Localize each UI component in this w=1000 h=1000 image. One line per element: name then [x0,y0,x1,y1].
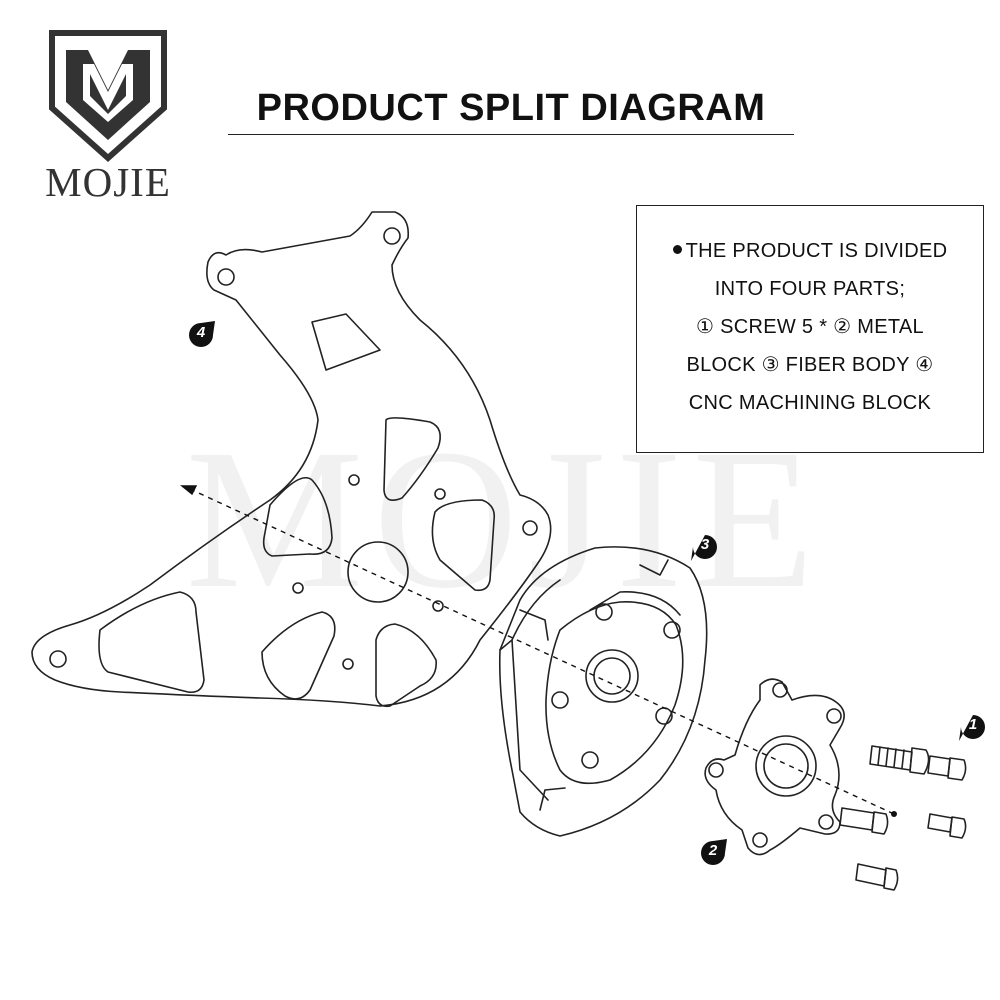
cnc-machining-block-part [31,211,552,708]
info-line-5: CNC MACHINING BLOCK [688,392,932,414]
info-line-3: ① SCREW 5 * ② METAL [696,316,924,338]
mojie-logo [49,30,167,163]
fiber-body-part [498,546,708,837]
assembly-axis [180,485,897,817]
brand-name: MOJIE [45,159,171,205]
callout-1: 1 [958,712,988,742]
page-title: PRODUCT SPLIT DIAGRAM [228,82,794,135]
callout-2: 2 [698,838,728,868]
info-line-1: THE PRODUCT IS DIVIDED [637,232,983,270]
callout-3: 3 [690,532,720,562]
info-line-2: INTO FOUR PARTS; [714,278,906,300]
info-box: THE PRODUCT IS DIVIDED INTO FOUR PARTS; … [636,205,984,453]
callout-4: 4 [186,320,216,350]
metal-block-part [704,678,845,856]
screws-part [839,745,967,891]
bullet-icon [672,245,682,254]
info-line-4: BLOCK ③ FIBER BODY ④ [686,354,934,376]
